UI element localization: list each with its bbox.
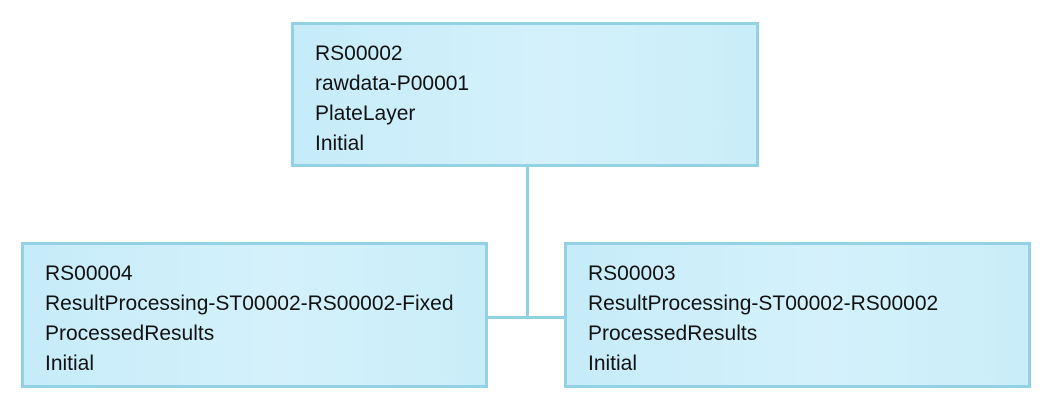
node-id: RS00003 bbox=[588, 262, 676, 285]
node-status: Initial bbox=[45, 352, 95, 375]
connector-left-branch bbox=[487, 316, 529, 319]
node-name: rawdata-P00001 bbox=[315, 72, 470, 95]
node-type: PlateLayer bbox=[315, 102, 416, 125]
connector-right-branch bbox=[526, 316, 565, 319]
node-name: ResultProcessing-ST00002-RS00002-Fixed bbox=[45, 292, 454, 315]
node-name: ResultProcessing-ST00002-RS00002 bbox=[588, 292, 939, 315]
node-type: ProcessedResults bbox=[588, 322, 758, 345]
node-rs00002[interactable]: RS00002 rawdata-P00001 PlateLayer Initia… bbox=[291, 22, 759, 167]
node-type: ProcessedResults bbox=[45, 322, 215, 345]
node-status: Initial bbox=[588, 352, 638, 375]
node-id: RS00002 bbox=[315, 42, 403, 65]
node-rs00004[interactable]: RS00004 ResultProcessing-ST00002-RS00002… bbox=[21, 242, 488, 388]
node-status: Initial bbox=[315, 132, 365, 155]
node-id: RS00004 bbox=[45, 262, 133, 285]
node-rs00003[interactable]: RS00003 ResultProcessing-ST00002-RS00002… bbox=[564, 242, 1031, 388]
connector-root-stem bbox=[526, 167, 529, 319]
